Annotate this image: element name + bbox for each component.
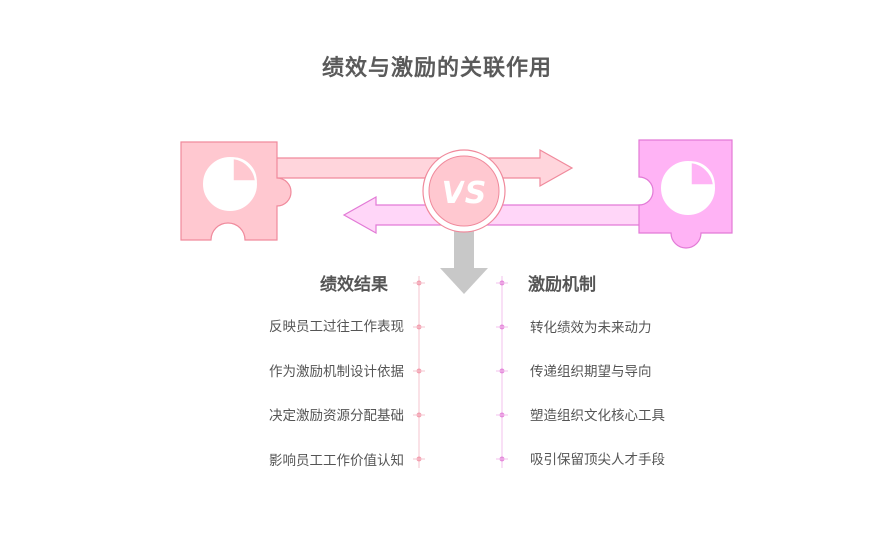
right-list-item: 塑造组织文化核心工具 (530, 404, 665, 424)
left-list-item: 作为激励机制设计依据 (269, 360, 404, 380)
left-list-item: 决定激励资源分配基础 (269, 404, 404, 424)
left-list-item: 反映员工过往工作表现 (269, 315, 404, 335)
left-column-heading: 绩效结果 (320, 270, 388, 295)
vs-icon: VS (423, 150, 505, 232)
left-puzzle-piece (181, 142, 291, 240)
pie-chart-icon (204, 158, 256, 210)
left-list-item: 影响员工工作价值认知 (269, 449, 404, 469)
right-column-heading: 激励机制 (528, 270, 596, 295)
right-puzzle-piece (639, 140, 732, 248)
right-timeline (496, 276, 508, 468)
left-timeline (413, 276, 425, 468)
right-list-item: 传递组织期望与导向 (530, 360, 652, 380)
right-list-item: 吸引保留顶尖人才手段 (530, 448, 665, 468)
right-list-item: 转化绩效为未来动力 (530, 316, 652, 336)
pie-chart-icon (662, 162, 714, 214)
